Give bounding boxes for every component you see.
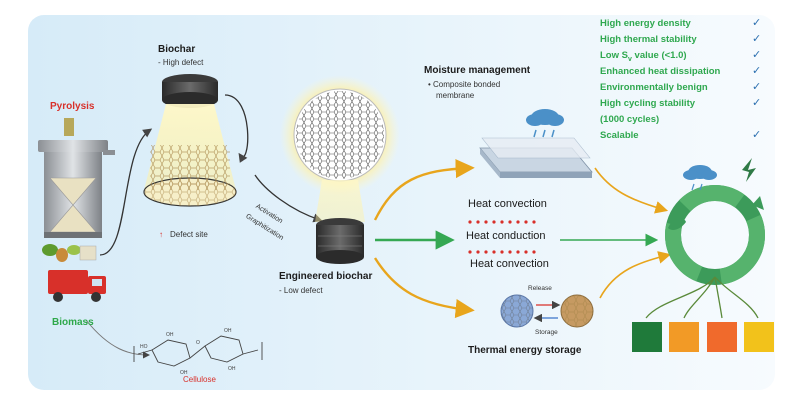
check-icon: ✓ [752, 33, 762, 45]
moisture-management-title: Moisture management [424, 65, 531, 76]
sphere-icon [500, 294, 594, 328]
cloud-rain-icon [526, 109, 564, 138]
advantage-item: (1000 cycles) [600, 114, 660, 125]
moisture-management-line1: • Composite bonded [428, 80, 501, 89]
advantage-item: Scalable [600, 130, 639, 141]
sdg-tile-icon [707, 322, 737, 352]
advantage-item: Low Sv value (<1.0) [600, 50, 687, 63]
check-icon: ✓ [752, 49, 762, 61]
advantage-item: Environmentally benign [600, 82, 708, 93]
sdg-tile-icon [744, 322, 774, 352]
sdg-tile-icon [632, 322, 662, 352]
svg-text:OH: OH [228, 366, 236, 372]
check-icon: ✓ [752, 65, 762, 77]
check-icon: ✓ [752, 17, 762, 29]
svg-text:HO: HO [140, 344, 148, 350]
storage-label: Storage [535, 329, 558, 336]
heat-conduction-label: Heat conduction [466, 230, 546, 242]
reactor-icon [38, 118, 115, 238]
pyrolysis-label: Pyrolysis [50, 101, 95, 112]
svg-text:OH: OH [224, 328, 232, 334]
engineered-biochar-subtitle: - Low defect [279, 286, 323, 295]
svg-text:OH: OH [166, 332, 174, 338]
thermal-storage-title: Thermal energy storage [468, 345, 582, 356]
plants-icon [42, 244, 97, 262]
defect-site-marker: ↑ [159, 230, 163, 239]
advantage-item: High cycling stability [600, 98, 696, 109]
check-icon: ✓ [752, 97, 762, 109]
check-icon: ✓ [752, 81, 762, 93]
biomass-label: Biomass [52, 317, 94, 328]
biochar-subtitle: - High defect [158, 58, 204, 67]
advantage-item: High energy density [600, 18, 691, 29]
cloud-rain-icon [683, 165, 717, 191]
svg-text:OH: OH [180, 370, 188, 376]
heat-convection-bottom-label: Heat convection [470, 258, 549, 270]
defect-site-label: Defect site [170, 230, 208, 239]
leaf-icon [668, 158, 756, 230]
truck-icon [48, 270, 106, 302]
moisture-management-line2: membrane [436, 91, 475, 100]
heat-convection-top-label: Heat convection [468, 198, 547, 210]
svg-text:O: O [196, 340, 200, 346]
advantage-item: Enhanced heat dissipation [600, 66, 721, 77]
cellulose-label: Cellulose [183, 375, 216, 384]
engineered-biochar-title: Engineered biochar [279, 271, 373, 282]
sdg-tile-icon [669, 322, 699, 352]
release-label: Release [528, 285, 552, 292]
biochar-title: Biochar [158, 44, 196, 55]
advantage-item: High thermal stability [600, 34, 697, 45]
membrane-icon [479, 137, 593, 178]
check-icon: ✓ [752, 129, 762, 141]
